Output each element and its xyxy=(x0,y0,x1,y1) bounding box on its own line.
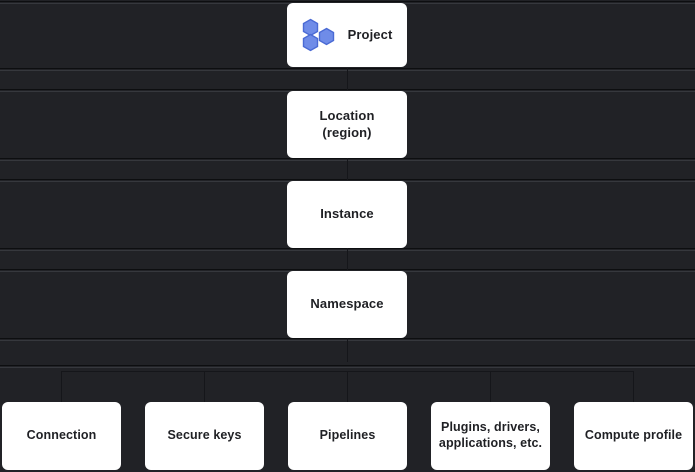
connector-bus-secure-keys xyxy=(204,371,205,402)
node-project-label: Project xyxy=(347,26,393,42)
band-separator xyxy=(0,179,695,180)
connector-bus-compute-profile xyxy=(633,371,634,402)
connector-bus-pipelines xyxy=(347,371,348,402)
node-instance-label: Instance xyxy=(320,206,374,222)
connector-instance-namespace xyxy=(347,248,348,270)
node-pipelines-label: Pipelines xyxy=(319,428,376,443)
hexagon-cluster-icon xyxy=(302,18,336,52)
node-connection-label: Connection xyxy=(26,428,97,443)
connector-location-instance xyxy=(347,158,348,180)
connector-bus xyxy=(61,371,633,372)
band-separator xyxy=(0,367,695,368)
node-location-label: Location (region) xyxy=(319,108,375,140)
node-compute-profile[interactable]: Compute profile xyxy=(574,402,693,470)
node-location[interactable]: Location (region) xyxy=(287,91,407,158)
node-project[interactable]: Project xyxy=(287,3,407,67)
node-compute-profile-label: Compute profile xyxy=(584,428,683,443)
node-connection[interactable]: Connection xyxy=(2,402,121,470)
band-separator xyxy=(0,338,695,339)
node-secure-keys[interactable]: Secure keys xyxy=(145,402,264,470)
band-separator xyxy=(0,158,695,159)
band-separator xyxy=(0,269,695,270)
band-separator xyxy=(0,1,695,2)
node-namespace[interactable]: Namespace xyxy=(287,271,407,338)
band-separator xyxy=(0,89,695,90)
node-pipelines[interactable]: Pipelines xyxy=(288,402,407,470)
connector-bus-connection xyxy=(61,371,62,402)
connector-namespace-bus xyxy=(347,338,348,362)
band-separator xyxy=(0,248,695,249)
connector-bus-plugins xyxy=(490,371,491,402)
connector-project-location xyxy=(347,68,348,90)
node-plugins-label: Plugins, drivers, applications, etc. xyxy=(438,420,543,450)
band-separator xyxy=(0,340,695,341)
node-instance[interactable]: Instance xyxy=(287,181,407,248)
band-separator xyxy=(0,250,695,251)
node-secure-keys-label: Secure keys xyxy=(167,428,242,443)
node-namespace-label: Namespace xyxy=(310,296,384,312)
band-separator xyxy=(0,365,695,366)
band-separator xyxy=(0,160,695,161)
band-separator xyxy=(0,70,695,71)
node-plugins[interactable]: Plugins, drivers, applications, etc. xyxy=(431,402,550,470)
band-separator xyxy=(0,68,695,69)
